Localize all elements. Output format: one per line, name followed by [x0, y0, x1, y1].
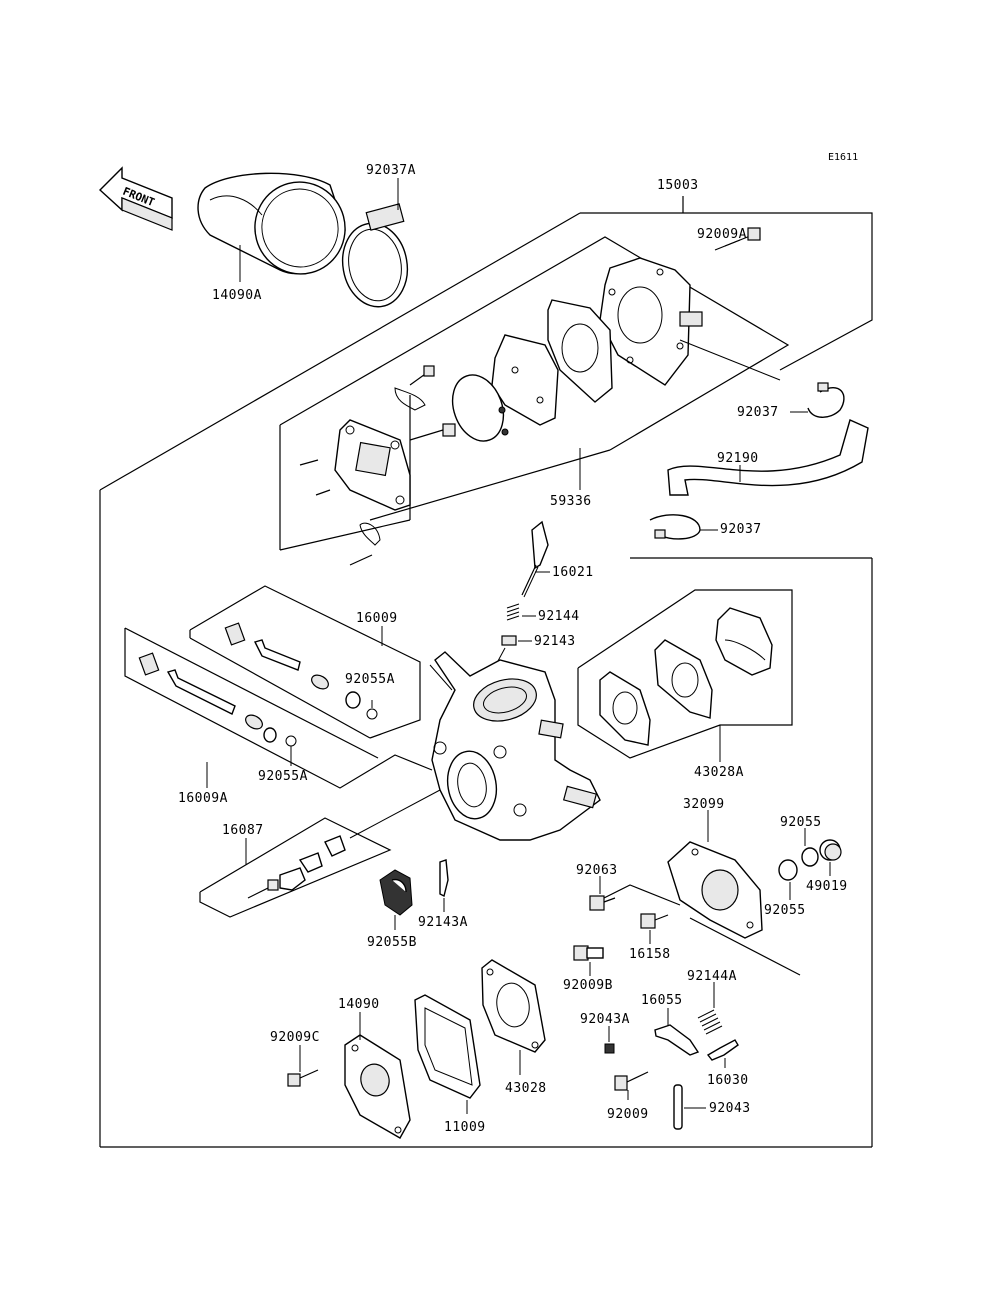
adjuster-screw-upper: [224, 622, 378, 720]
label-43028: 43028: [505, 1081, 547, 1096]
label-11009: 11009: [444, 1120, 486, 1135]
pump-screw: [394, 365, 435, 411]
screw-92009: [614, 1071, 649, 1091]
pump-cover-top: [599, 257, 703, 386]
pump-body: [334, 419, 411, 511]
fuel-hose-92190: [667, 419, 869, 496]
pump-section-32099: [667, 841, 763, 939]
label-92037-top: 92037: [737, 405, 779, 420]
label-16055: 16055: [641, 993, 683, 1008]
label-92143A: 92143A: [418, 915, 468, 930]
label-92055B: 92055B: [367, 935, 417, 950]
pump-oring: [451, 374, 509, 442]
label-92009B: 92009B: [563, 978, 613, 993]
assembly-frame-15003: [99, 196, 873, 1148]
spring-92144: [506, 603, 520, 621]
screw-92009B: [573, 945, 604, 961]
screw-92009C: [287, 1069, 319, 1087]
carburetor-body: [429, 651, 601, 841]
diaphragm-43028A: [715, 607, 773, 676]
label-92055-top: 92055: [780, 815, 822, 830]
front-arrow-icon: FRONT: [98, 166, 173, 231]
adjuster-frame-16009: [189, 585, 421, 739]
label-16087: 16087: [222, 823, 264, 838]
frame-16087: [199, 817, 392, 918]
label-92063: 92063: [576, 863, 618, 878]
diagram-code: E1611: [828, 152, 858, 163]
needle-16021: [521, 520, 549, 598]
bracket-parts-16087: [247, 835, 346, 899]
label-32099: 32099: [683, 797, 725, 812]
label-92009C: 92009C: [270, 1030, 320, 1045]
hose-clamp: [341, 203, 409, 308]
pin-92043: [673, 1084, 683, 1130]
pump-subframe: [279, 236, 790, 551]
cover-14090: [344, 1034, 411, 1139]
pump-gasket-a: [547, 299, 613, 403]
label-92037-bottom: 92037: [720, 522, 762, 537]
gasket-43028A-1: [599, 671, 651, 746]
label-92144A: 92144A: [687, 969, 737, 984]
label-92055-right: 92055: [764, 903, 806, 918]
needle-16030: [706, 1039, 739, 1061]
clamp-92037-bottom: [649, 514, 701, 540]
label-92143: 92143: [534, 634, 576, 649]
bolt-92009A: [714, 227, 761, 251]
gasket-frame-43028A: [577, 589, 793, 759]
spring-92144A: [697, 1009, 723, 1035]
choke-cover-92055B: [379, 869, 413, 916]
label-92037A: 92037A: [366, 163, 416, 178]
label-16021: 16021: [552, 565, 594, 580]
lever-16055: [654, 1024, 700, 1056]
label-14090A: 14090A: [212, 288, 262, 303]
label-92055A-lower: 92055A: [258, 769, 308, 784]
adjuster-screw-lower: [138, 652, 297, 747]
air-intake-cover: [197, 172, 346, 275]
screw-92063: [589, 895, 616, 911]
cap-49019: [819, 839, 842, 861]
label-92190: 92190: [717, 451, 759, 466]
label-43028A: 43028A: [694, 765, 744, 780]
label-92043A: 92043A: [580, 1012, 630, 1027]
label-92055A-upper: 92055A: [345, 672, 395, 687]
label-16009A: 16009A: [178, 791, 228, 806]
label-92144: 92144: [538, 609, 580, 624]
label-16009: 16009: [356, 611, 398, 626]
label-16030: 16030: [707, 1073, 749, 1088]
diaphragm-43028: [481, 959, 546, 1053]
label-92009A: 92009A: [697, 227, 747, 242]
gasket-43028A-2: [654, 639, 713, 719]
label-49019: 49019: [806, 879, 848, 894]
clamp-92037-top: [807, 382, 845, 418]
label-92043: 92043: [709, 1101, 751, 1116]
gasket-11009: [414, 994, 481, 1099]
label-59336: 59336: [550, 494, 592, 509]
label-14090: 14090: [338, 997, 380, 1012]
label-16158: 16158: [629, 947, 671, 962]
label-92009: 92009: [607, 1107, 649, 1122]
label-15003: 15003: [657, 178, 699, 193]
jet-16158: [640, 913, 669, 929]
adjuster-frame-16009A: [124, 627, 433, 789]
clip-92143A: [439, 859, 449, 898]
